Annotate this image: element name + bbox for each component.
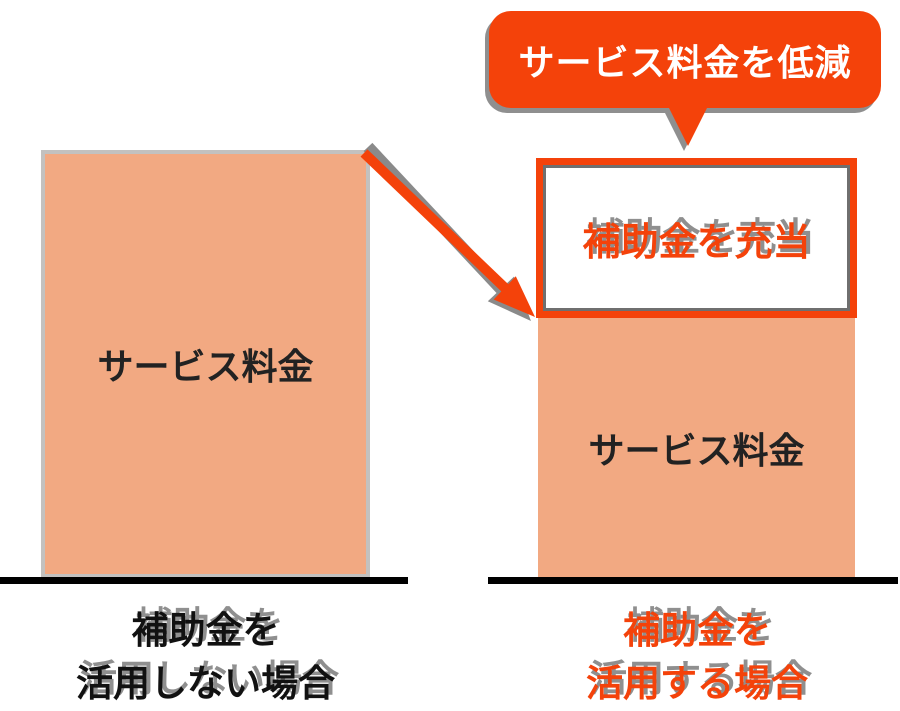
right-caption-line2: 活用する場合 [586, 663, 808, 704]
subsidy-box: 補助金を充当 [536, 158, 857, 318]
speech-bubble-body: サービス料金を低減 [489, 11, 881, 108]
left-baseline [0, 577, 408, 584]
left-caption-line2: 活用しない場合 [76, 663, 335, 704]
speech-bubble-tail-icon [667, 104, 709, 146]
right-caption-line1: 補助金を [623, 610, 771, 651]
right-caption: 補助金を 活用する場合 [538, 604, 856, 710]
right-service-fee-bar: サービス料金 [538, 318, 855, 578]
left-caption: 補助金を 活用しない場合 [41, 604, 370, 710]
speech-bubble-label: サービス料金を低減 [518, 41, 852, 83]
left-service-fee-bar: サービス料金 [41, 150, 370, 578]
right-baseline [488, 577, 898, 584]
right-bar-label: サービス料金 [588, 430, 805, 471]
speech-bubble: サービス料金を低減 [0, 0, 900, 160]
subsidy-box-label: 補助金を充当 [582, 221, 811, 264]
left-bar-label: サービス料金 [97, 346, 314, 387]
left-caption-line1: 補助金を [131, 610, 280, 651]
